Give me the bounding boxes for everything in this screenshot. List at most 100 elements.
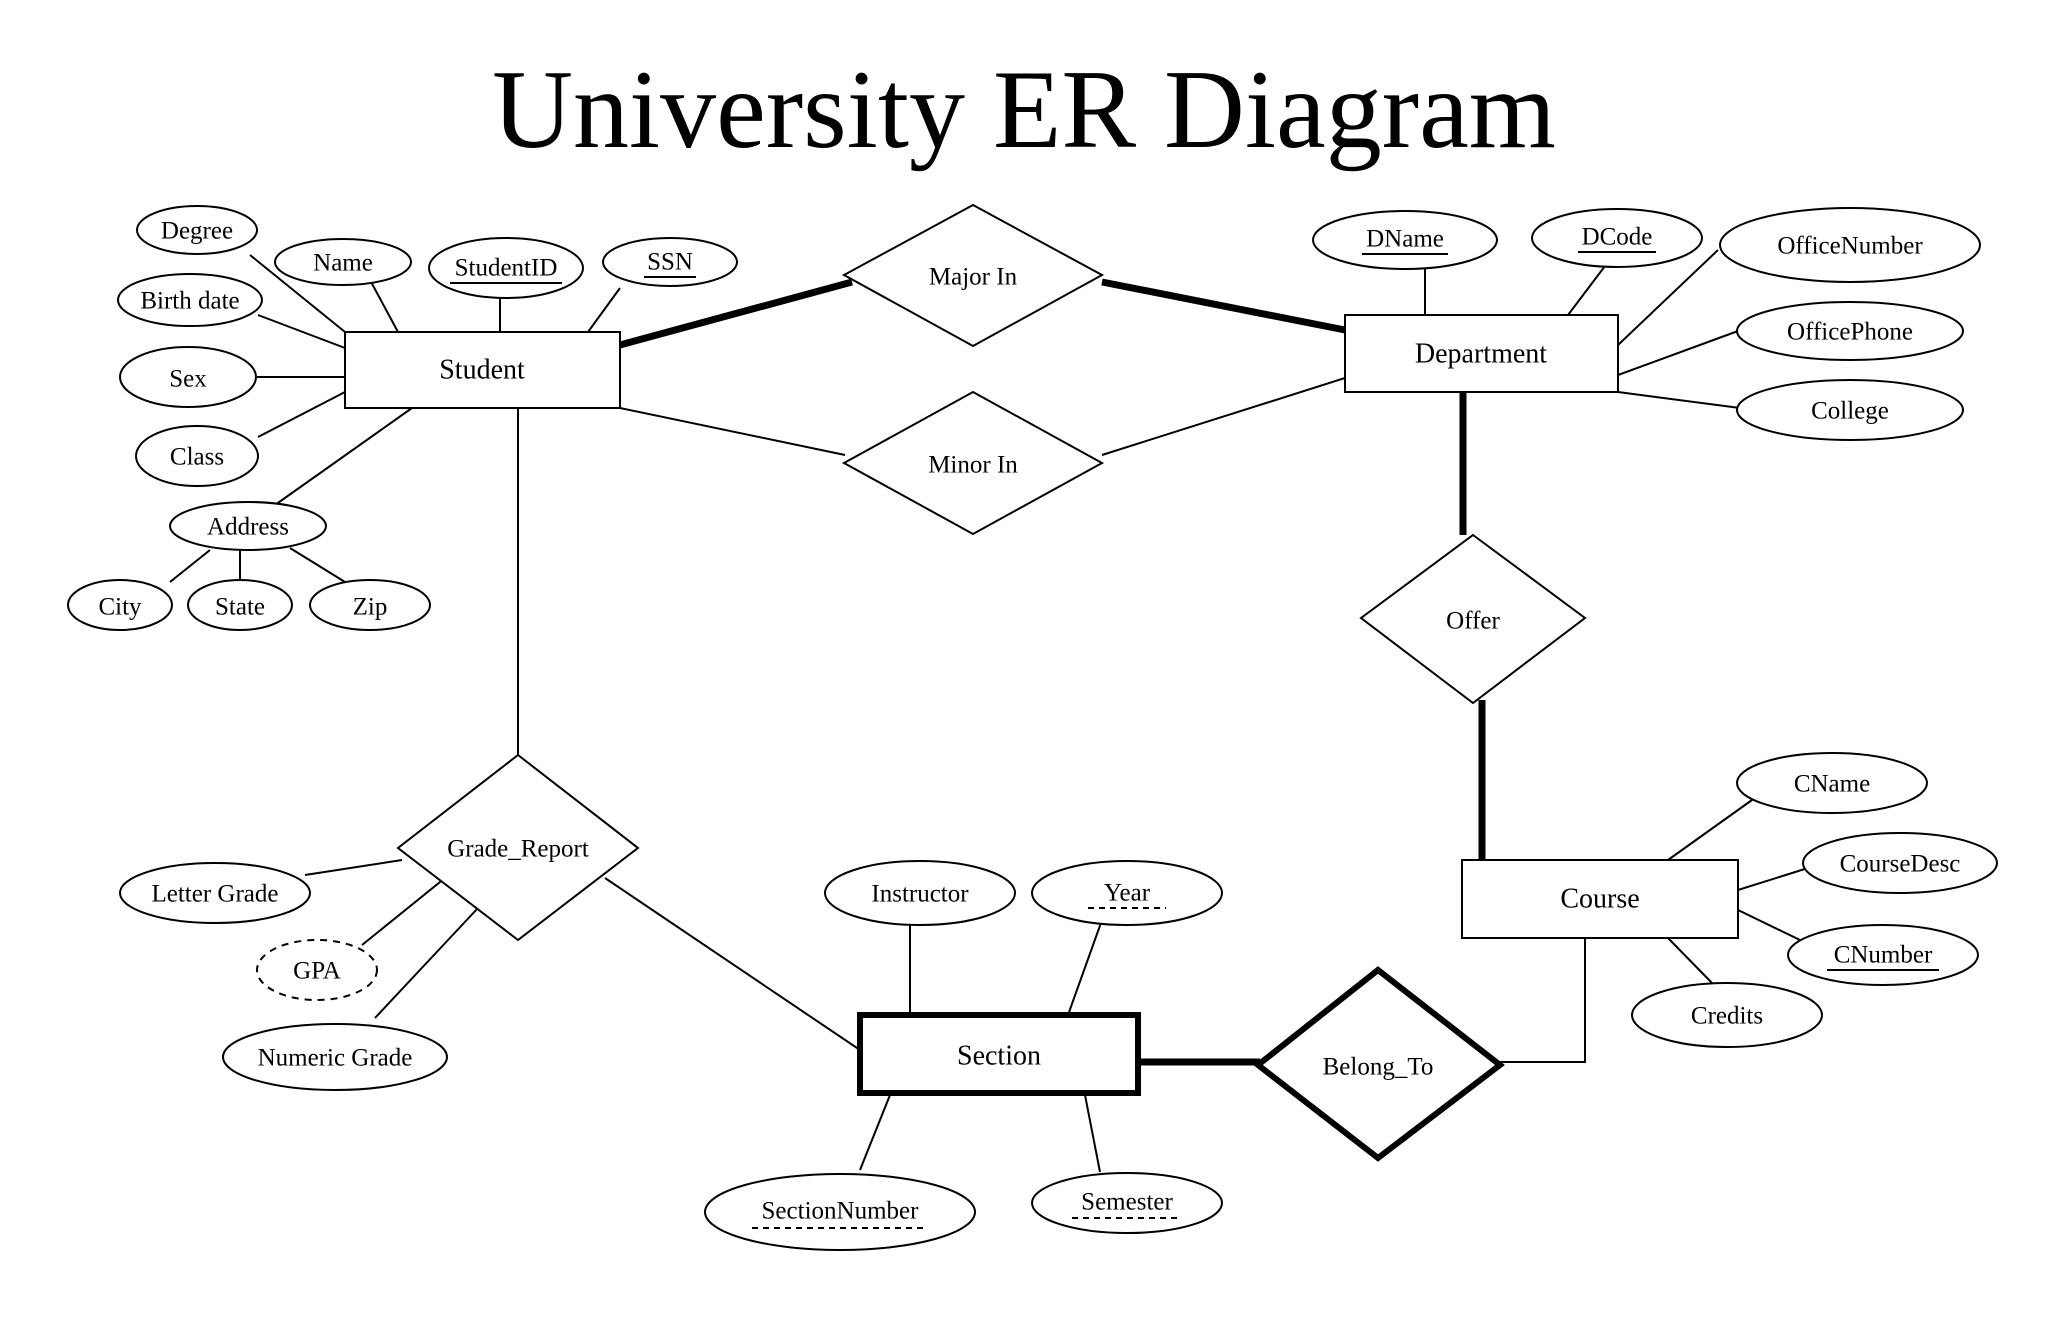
line-grade-report-section bbox=[604, 877, 861, 1051]
attribute-instructor-label: Instructor bbox=[871, 881, 969, 908]
line-student-major-in bbox=[619, 278, 853, 349]
attribute-state-label: State bbox=[215, 594, 265, 621]
relationship-major-in: Major In bbox=[841, 203, 1105, 348]
attribute-zip-label: Zip bbox=[353, 594, 388, 621]
line-name bbox=[369, 279, 399, 333]
attribute-college-label: College bbox=[1811, 398, 1889, 425]
attribute-year-label: Year bbox=[1104, 880, 1151, 907]
weak-entity-section: Section bbox=[857, 1012, 1141, 1096]
entity-student: Student bbox=[344, 331, 621, 409]
line-dcode bbox=[1567, 265, 1606, 316]
line-major-in-department bbox=[1101, 278, 1346, 334]
line-belong-to-course bbox=[1500, 938, 1586, 1063]
attribute-student-id-label: StudentID bbox=[455, 255, 558, 282]
attribute-gpa-label: GPA bbox=[293, 958, 341, 985]
relationship-offer: Offer bbox=[1359, 533, 1587, 705]
derived-attribute-gpa: GPA bbox=[256, 939, 378, 1001]
attribute-instructor: Instructor bbox=[824, 860, 1016, 926]
attribute-letter-grade: Letter Grade bbox=[119, 862, 311, 924]
attribute-cnumber: CNumber bbox=[1787, 924, 1979, 986]
attribute-dcode-label: DCode bbox=[1582, 224, 1653, 251]
entity-student-label: Student bbox=[439, 355, 525, 386]
attribute-office-phone-label: OfficePhone bbox=[1787, 319, 1913, 346]
line-birth-date bbox=[257, 314, 346, 349]
attribute-student-id: StudentID bbox=[428, 237, 584, 299]
line-cname bbox=[1667, 799, 1753, 861]
entity-section-label: Section bbox=[957, 1041, 1041, 1072]
attribute-sex-label: Sex bbox=[169, 366, 207, 393]
relationship-major-in-label: Major In bbox=[929, 264, 1018, 291]
attribute-dname: DName bbox=[1312, 210, 1498, 270]
attribute-section-number: SectionNumber bbox=[704, 1173, 976, 1251]
attribute-name-label: Name bbox=[313, 250, 373, 277]
relationship-minor-in-label: Minor In bbox=[928, 452, 1018, 479]
line-gpa bbox=[361, 877, 446, 946]
line-office-number bbox=[1617, 249, 1719, 346]
attribute-cname: CName bbox=[1736, 752, 1928, 814]
line-office-phone bbox=[1617, 330, 1739, 376]
line-minor-in-department bbox=[1101, 377, 1346, 456]
attribute-degree: Degree bbox=[136, 205, 258, 255]
attribute-birth-date-label: Birth date bbox=[140, 288, 239, 315]
attribute-year: Year bbox=[1031, 860, 1223, 926]
relationship-grade-report-label: Grade_Report bbox=[447, 836, 589, 863]
line-cnumber bbox=[1737, 909, 1801, 941]
attribute-section-number-label: SectionNumber bbox=[762, 1198, 920, 1225]
attribute-semester: Semester bbox=[1031, 1172, 1223, 1234]
attribute-college: College bbox=[1736, 379, 1964, 441]
line-city bbox=[169, 549, 211, 583]
relationship-minor-in: Minor In bbox=[841, 390, 1105, 536]
line-zip bbox=[289, 547, 346, 583]
attribute-address-label: Address bbox=[207, 514, 289, 541]
attribute-sex: Sex bbox=[119, 346, 257, 408]
attribute-letter-grade-label: Letter Grade bbox=[151, 881, 278, 908]
attribute-class: Class bbox=[135, 425, 259, 487]
relationship-offer-label: Offer bbox=[1446, 608, 1500, 635]
attribute-dname-label: DName bbox=[1366, 226, 1444, 253]
attribute-credits-label: Credits bbox=[1691, 1003, 1763, 1030]
attribute-zip: Zip bbox=[309, 579, 431, 631]
line-degree bbox=[249, 254, 346, 333]
line-section-number bbox=[859, 1094, 891, 1171]
attribute-cnumber-label: CNumber bbox=[1834, 942, 1933, 969]
attribute-name: Name bbox=[274, 238, 412, 286]
attribute-semester-label: Semester bbox=[1081, 1189, 1173, 1216]
entity-course-label: Course bbox=[1560, 884, 1639, 915]
attribute-degree-label: Degree bbox=[161, 218, 233, 245]
attribute-office-phone: OfficePhone bbox=[1736, 301, 1964, 361]
attribute-numeric-grade: Numeric Grade bbox=[222, 1023, 448, 1091]
diagram-title: University ER Diagram bbox=[492, 48, 1556, 172]
line-college bbox=[1617, 391, 1741, 409]
line-course-desc bbox=[1737, 867, 1809, 891]
attribute-numeric-grade-label: Numeric Grade bbox=[258, 1045, 413, 1072]
attribute-city: City bbox=[67, 579, 173, 631]
identifying-relationship-belong-to: Belong_To bbox=[1253, 966, 1505, 1162]
line-numeric-grade bbox=[374, 907, 479, 1019]
entity-department-label: Department bbox=[1415, 339, 1547, 370]
relationship-belong-to-label: Belong_To bbox=[1323, 1054, 1434, 1081]
line-address bbox=[274, 407, 413, 506]
entity-department: Department bbox=[1344, 314, 1619, 393]
attribute-credits: Credits bbox=[1631, 982, 1823, 1048]
attribute-city-label: City bbox=[98, 594, 142, 621]
attribute-birth-date: Birth date bbox=[117, 273, 263, 327]
attribute-course-desc: CourseDesc bbox=[1802, 832, 1998, 894]
attribute-dcode: DCode bbox=[1531, 208, 1703, 268]
attribute-office-number-label: OfficeNumber bbox=[1777, 233, 1923, 260]
line-letter-grade bbox=[304, 859, 403, 876]
connectors bbox=[169, 249, 1809, 1173]
attribute-address: Address bbox=[169, 501, 327, 551]
line-semester bbox=[1084, 1094, 1101, 1173]
line-student-minor-in bbox=[619, 407, 846, 456]
line-ssn bbox=[587, 287, 621, 333]
line-year bbox=[1067, 919, 1103, 1016]
line-credits bbox=[1667, 937, 1713, 984]
attribute-ssn: SSN bbox=[602, 237, 738, 287]
line-class bbox=[257, 391, 346, 438]
entity-course: Course bbox=[1461, 859, 1739, 939]
attribute-office-number: OfficeNumber bbox=[1719, 207, 1981, 283]
relationship-grade-report: Grade_Report bbox=[396, 753, 640, 942]
attribute-state: State bbox=[187, 579, 293, 631]
attribute-ssn-label: SSN bbox=[647, 249, 693, 276]
